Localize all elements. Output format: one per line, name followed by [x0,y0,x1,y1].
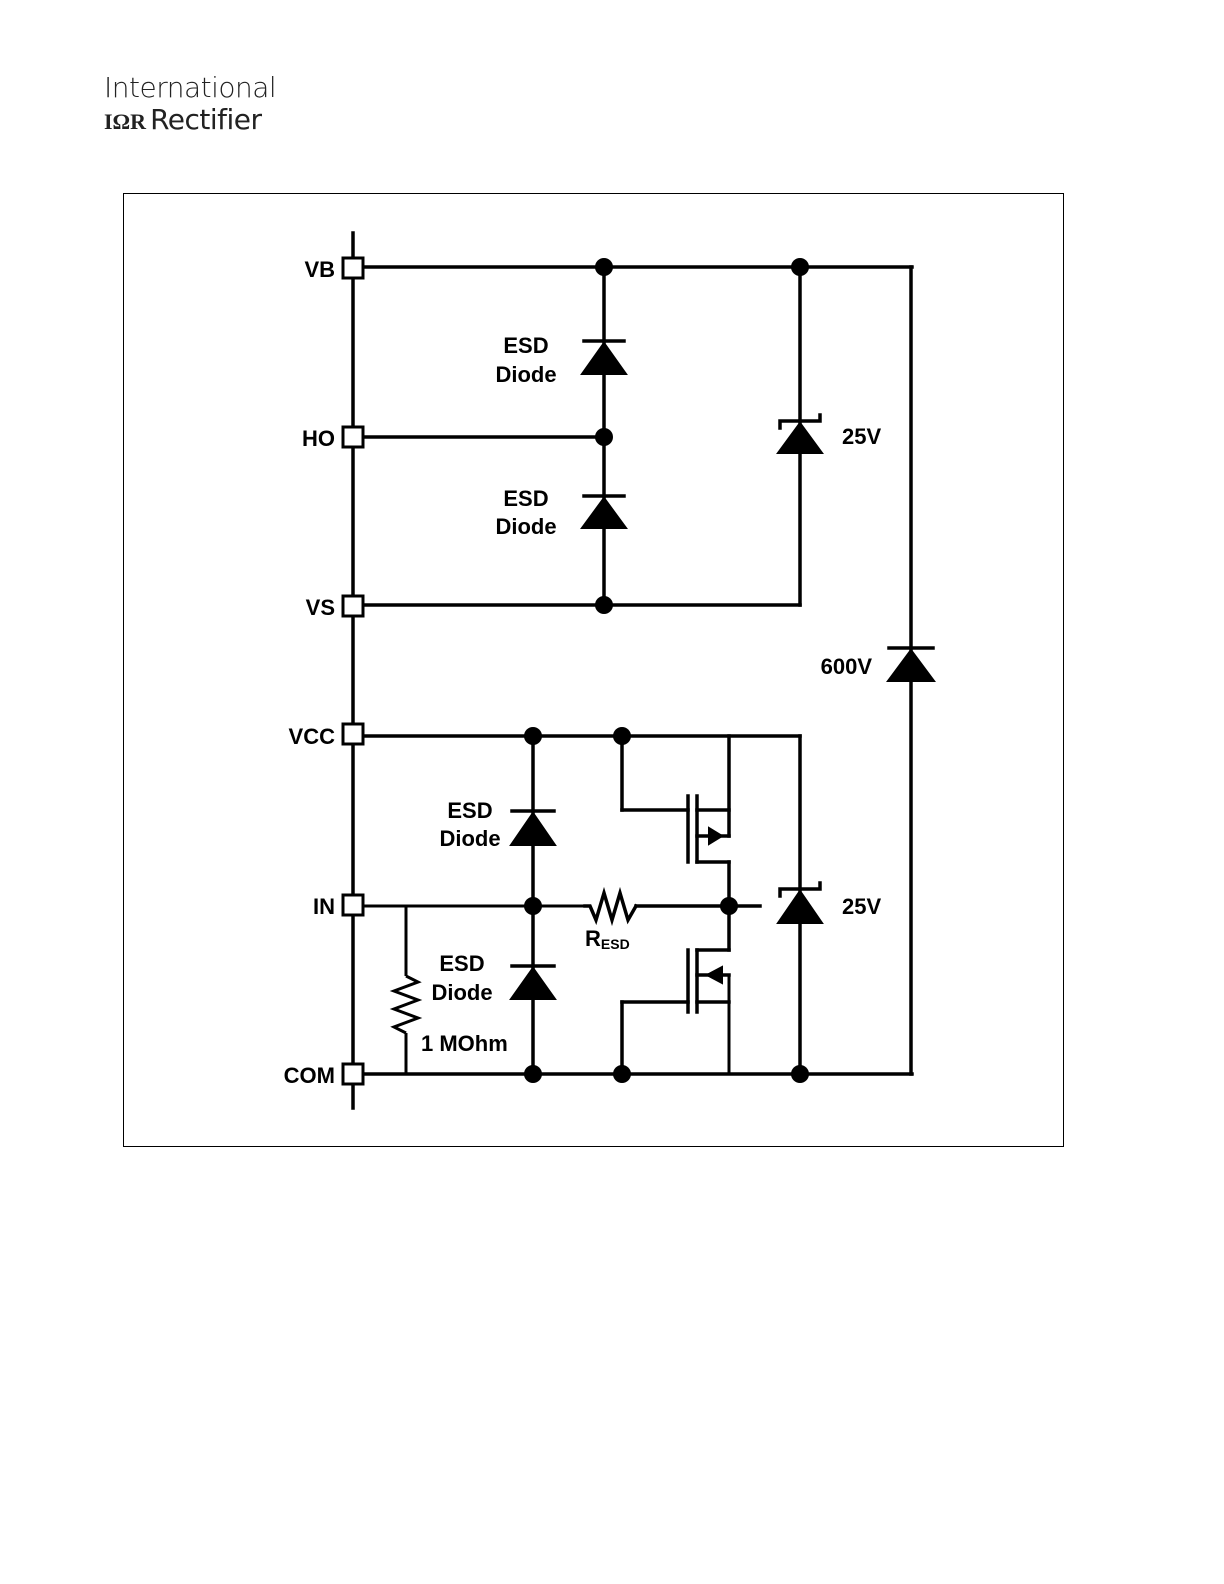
esd-diode-top-2 [580,496,628,529]
junction [595,596,613,614]
label-esd-bot-1-line2: Diode [439,826,500,851]
pin-label-ho: HO [302,426,335,451]
label-zener-low: 25V [842,894,881,919]
pin-pad-in [341,893,365,917]
nmos-arrow [704,965,723,985]
label-esd-top-1-line1: ESD [503,333,548,358]
pin-pad-com [341,1062,365,1086]
pin-label-vs: VS [306,595,335,620]
junction [524,727,542,745]
junction [791,258,809,276]
label-zener-high: 25V [842,424,881,449]
pmos-arrow [708,826,724,846]
pin-label-vcc: VCC [289,724,336,749]
diagram-frame [123,193,1064,1147]
brand-line1: International [104,71,277,104]
label-esd-bot-2-line1: ESD [439,951,484,976]
pin-label-com: COM [284,1063,335,1088]
brand-line2: Rectifier [150,103,262,136]
esd-diode-top-1 [580,341,628,375]
pin-label-vb: VB [304,257,335,282]
esd-diode-bot-2 [509,966,557,1000]
label-esd-bot-2-line2: Diode [431,980,492,1005]
pin-pad-vb [341,256,365,280]
junction [524,1065,542,1083]
label-esd-top-2-line2: Diode [495,514,556,539]
label-600v: 600V [821,654,873,679]
pin-pad-vcc [341,722,365,746]
diode-600v [886,648,936,682]
resistor-pulldown [389,974,423,1035]
junction [524,897,542,915]
junction [613,1065,631,1083]
label-esd-bot-1-line1: ESD [447,798,492,823]
brand-logo: International IΩR Rectifier [104,71,277,138]
brand-mark: IΩR [104,109,147,134]
zener-diode-low [776,889,824,924]
pin-label-in: IN [313,894,335,919]
label-resd: RESD [585,926,630,952]
junction [791,1065,809,1083]
label-esd-top-1-line2: Diode [495,362,556,387]
junction [720,897,738,915]
pin-pad-vs [341,594,365,618]
esd-diode-bot-1 [509,811,557,846]
label-pulldown: 1 MOhm [421,1031,508,1056]
pin-pad-ho [341,425,365,449]
zener-diode-high [776,421,824,454]
junction [595,428,613,446]
resistor-resd [583,886,639,927]
junction [613,727,631,745]
junction [595,258,613,276]
label-esd-top-2-line1: ESD [503,486,548,511]
